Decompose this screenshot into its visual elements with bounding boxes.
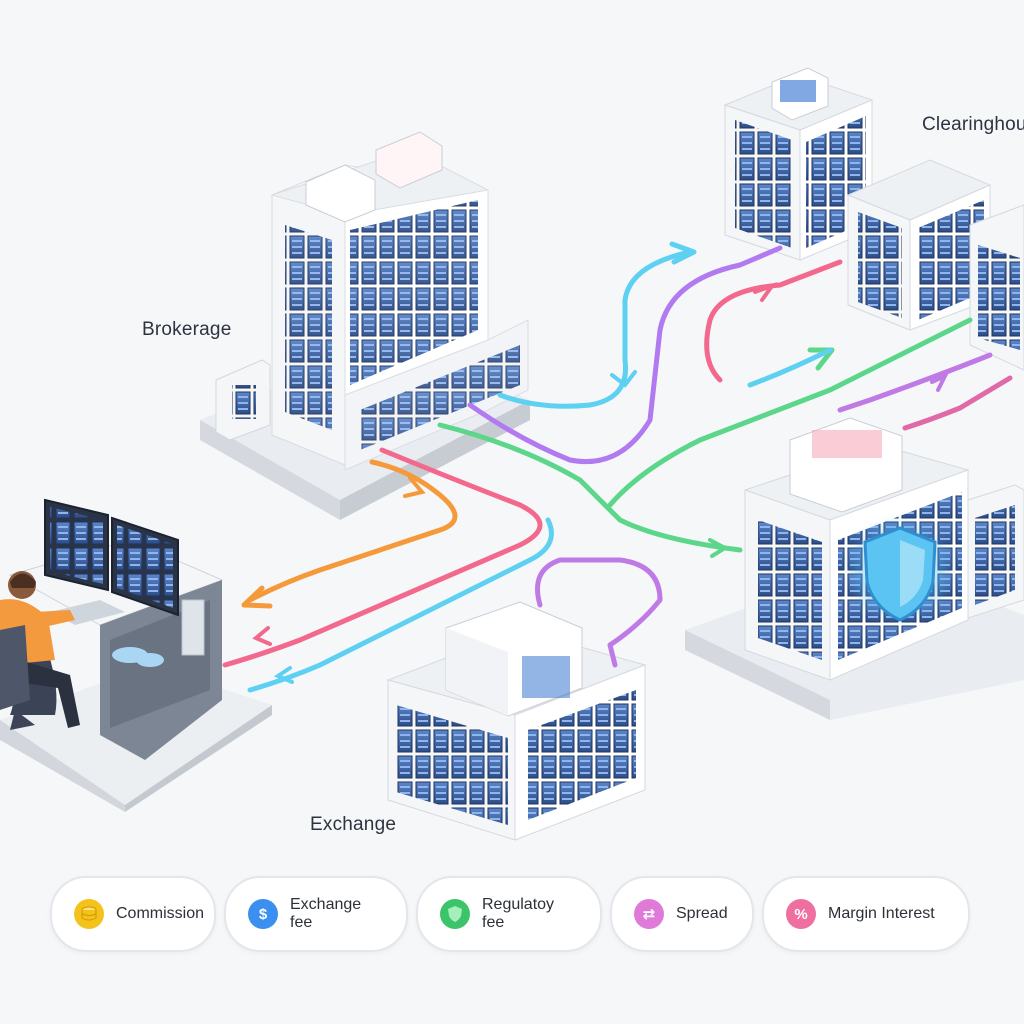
purple-flow-arrow bbox=[467, 245, 783, 465]
cyan-flow-arrow bbox=[247, 517, 554, 693]
monitor-right-screen bbox=[117, 525, 173, 608]
exchange-roof-screen bbox=[522, 656, 570, 698]
clearing-mid-windows-front bbox=[918, 200, 984, 320]
chevron-green bbox=[708, 538, 730, 558]
chevron-cyan-2 bbox=[610, 370, 637, 388]
exchange-windows-front bbox=[528, 690, 636, 820]
pink-right-arrow bbox=[902, 375, 1013, 431]
regulator-building bbox=[685, 417, 1024, 720]
brokerage-rack-windows bbox=[232, 385, 256, 419]
regulator-roof-screen bbox=[812, 430, 882, 458]
pink-upper-arrow bbox=[704, 259, 843, 383]
exchange-windows-left bbox=[396, 705, 508, 825]
brokerage-roof-unit-2 bbox=[375, 131, 443, 189]
regulator-windows-left bbox=[758, 520, 822, 660]
chevron-cyan bbox=[273, 666, 294, 684]
exchange-building bbox=[386, 601, 647, 841]
green-flow-arrow bbox=[437, 422, 743, 553]
legend-label: Margin Interest bbox=[828, 905, 935, 922]
legend-label: Exchange fee bbox=[290, 896, 362, 931]
brokerage-windows-front bbox=[350, 200, 478, 385]
desk-platform-side bbox=[0, 720, 125, 812]
clearing-right-windows bbox=[978, 245, 1020, 350]
brokerage-label: Brokerage bbox=[142, 319, 232, 340]
brokerage-annex-windows bbox=[360, 345, 520, 450]
cyan-upper-arrowhead bbox=[669, 241, 697, 265]
trader-workstation bbox=[0, 498, 272, 812]
brokerage-base-side bbox=[200, 420, 340, 520]
clearing-mid-windows-left bbox=[858, 212, 902, 318]
pink-flow-arrow bbox=[222, 447, 543, 668]
flow-arrows bbox=[222, 241, 1013, 693]
regulator-base-side bbox=[685, 630, 830, 720]
regulator-annex-windows bbox=[975, 505, 1015, 605]
legend-item-regulatory-fee: Regulatoy fee bbox=[416, 876, 602, 952]
purple-right-arrow bbox=[837, 352, 993, 413]
mouse bbox=[136, 653, 164, 667]
chevron-purple bbox=[930, 371, 950, 392]
legend-label: Commission bbox=[116, 905, 205, 922]
green-upper-arrow bbox=[607, 317, 973, 508]
brokerage-base-front bbox=[340, 400, 530, 520]
trader-person bbox=[0, 571, 80, 730]
legend-item-margin-interest: % Margin Interest bbox=[762, 876, 970, 952]
clearinghouse-cluster bbox=[723, 67, 1024, 371]
fee-legend: Commission $ Exchange fee Regulatoy fee … bbox=[50, 876, 970, 952]
brokerage-windows-left bbox=[285, 225, 332, 430]
coin-stack-icon bbox=[74, 899, 104, 929]
legend-item-commission: Commission bbox=[50, 876, 216, 952]
legend-item-spread: ⇄ Spread bbox=[610, 876, 754, 952]
chevron-pink bbox=[252, 626, 272, 646]
dollar-icon: $ bbox=[248, 899, 278, 929]
clearing-roof-screen bbox=[780, 80, 816, 102]
brokerage-building bbox=[200, 131, 530, 520]
exchange-label: Exchange bbox=[310, 814, 397, 835]
cyan-mid-arrow bbox=[747, 347, 833, 388]
cyan-upper-arrow bbox=[497, 249, 693, 409]
shield-emblem-icon bbox=[852, 524, 948, 622]
clearinghouse-label: Clearinghouse bbox=[922, 114, 1024, 135]
spread-icon: ⇄ bbox=[634, 899, 664, 929]
clearing-tower-windows-left bbox=[735, 120, 792, 248]
percent-icon: % bbox=[786, 899, 816, 929]
legend-item-exchange-fee: $ Exchange fee bbox=[224, 876, 408, 952]
flow-chevrons bbox=[252, 282, 950, 684]
shield-icon bbox=[440, 899, 470, 929]
orange-arrowhead bbox=[241, 585, 273, 609]
computer-tower bbox=[181, 599, 205, 656]
legend-label: Regulatoy fee bbox=[482, 896, 555, 931]
legend-label: Spread bbox=[676, 905, 728, 922]
chevron-pink-2 bbox=[753, 282, 778, 302]
desk-platform-front bbox=[125, 705, 272, 812]
chevron-orange bbox=[403, 476, 426, 498]
exchange-roof-unit-side bbox=[446, 628, 508, 716]
monitor-left-screen bbox=[50, 507, 103, 584]
orange-flow-arrow bbox=[247, 459, 458, 603]
purple-lower-arrow bbox=[535, 557, 663, 668]
brokerage-roof-unit bbox=[305, 164, 376, 223]
